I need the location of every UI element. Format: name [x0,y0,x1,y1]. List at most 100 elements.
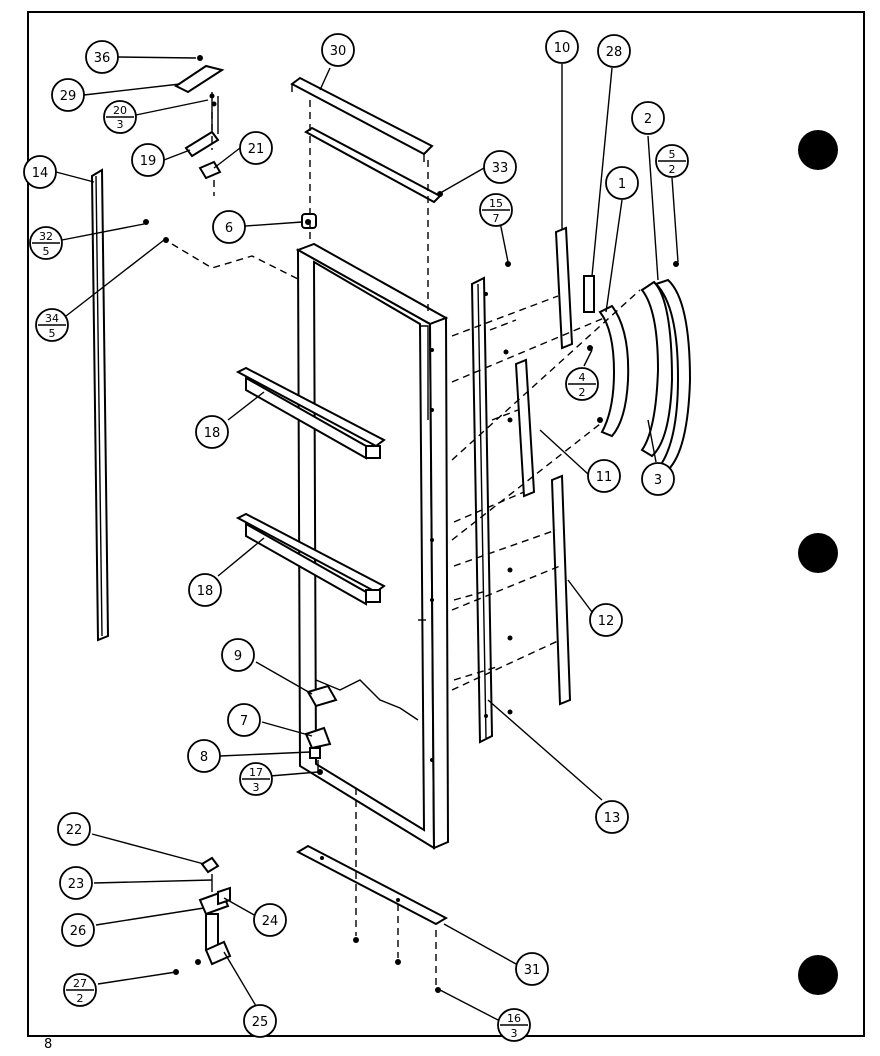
callout-25: 25 [243,1004,277,1038]
callout-28: 28 [597,34,631,68]
callout-10: 10 [545,30,579,64]
handle-plate-12 [550,474,572,706]
callout-7: 7 [227,703,261,737]
callout-14: 14 [23,155,57,189]
assembly-lines [171,100,641,986]
callout-1: 1 [605,166,639,200]
callout-5-2: 5 2 [655,144,689,178]
svg-text:17: 17 [249,766,263,779]
svg-text:12: 12 [598,614,615,629]
callout-20-3: 20 3 [103,100,137,134]
callout-21: 21 [239,131,273,165]
callout-9: 9 [221,638,255,672]
callout-12: 12 [589,603,623,637]
callout-34-5: 34 5 [35,308,69,342]
svg-text:3: 3 [654,473,662,488]
callout-23: 23 [59,866,93,900]
svg-text:6: 6 [225,221,233,236]
svg-text:29: 29 [60,89,77,104]
door-shelf-lower [235,512,386,606]
page-number: 8 [44,1037,52,1052]
callout-27-2: 27 2 [63,973,97,1007]
handle-plate-10 [554,226,574,350]
binder-hole-middle [798,533,838,573]
callout-19: 19 [131,143,165,177]
svg-text:25: 25 [252,1015,269,1030]
callout-6: 6 [212,210,246,244]
callout-31: 31 [515,952,549,986]
svg-text:3: 3 [511,1027,518,1040]
callout-29: 29 [51,78,85,112]
callout-13: 13 [595,800,629,834]
callout-33: 33 [483,150,517,184]
callout-30: 30 [321,33,355,67]
svg-text:2: 2 [77,992,84,1005]
leader-lines [55,56,679,1021]
bottom-trim-31 [295,844,449,926]
callout-4-2: 4 2 [565,367,599,401]
callout-32-5: 32 5 [29,226,63,260]
callout-3: 3 [641,462,675,496]
svg-text:19: 19 [140,154,157,169]
callout-18-lower: 18 [188,573,222,607]
callout-15-7: 15 7 [479,193,513,227]
callout-18-upper: 18 [195,415,229,449]
svg-text:9: 9 [234,649,242,664]
svg-text:13: 13 [604,811,621,826]
handle-plate-11 [514,358,536,498]
svg-text:11: 11 [596,470,613,485]
callout-36: 36 [85,40,119,74]
svg-text:10: 10 [554,41,571,56]
svg-text:21: 21 [248,142,265,157]
svg-text:31: 31 [524,963,541,978]
svg-text:5: 5 [669,148,676,161]
svg-text:24: 24 [262,914,279,929]
svg-text:3: 3 [253,781,260,794]
svg-text:18: 18 [204,426,221,441]
svg-text:22: 22 [66,823,83,838]
svg-text:8: 8 [200,750,208,765]
callout-17-3: 17 3 [239,762,273,796]
svg-text:30: 30 [330,44,347,59]
callout-16-3: 16 3 [497,1008,531,1042]
svg-text:15: 15 [489,197,503,210]
fastener-dots [143,55,679,993]
callout-11: 11 [587,459,621,493]
svg-text:4: 4 [579,371,586,384]
svg-text:18: 18 [197,584,214,599]
bottom-hinge-assembly [198,856,232,966]
svg-text:14: 14 [32,166,49,181]
svg-text:23: 23 [68,877,85,892]
svg-text:34: 34 [45,312,59,325]
svg-text:33: 33 [492,161,509,176]
door-shelf-upper [235,366,386,460]
spacer-28 [583,275,595,313]
binder-hole-top [798,130,838,170]
side-strip-14 [90,168,110,642]
svg-text:28: 28 [606,45,623,60]
svg-text:7: 7 [493,212,500,225]
callout-8: 8 [187,739,221,773]
svg-text:3: 3 [117,118,124,131]
svg-text:32: 32 [39,230,53,243]
svg-text:26: 26 [70,924,87,939]
svg-text:16: 16 [507,1012,521,1025]
callout-2: 2 [631,101,665,135]
bottom-hinge-door-parts [304,684,338,772]
svg-text:5: 5 [43,245,50,258]
callout-26: 26 [61,913,95,947]
top-hinge-assembly [174,64,225,180]
handle-2 [640,278,692,472]
svg-text:36: 36 [94,51,111,66]
callout-22: 22 [57,812,91,846]
svg-text:2: 2 [644,112,652,127]
callout-24: 24 [253,903,287,937]
top-trim-30 [290,76,434,162]
svg-text:2: 2 [669,163,676,176]
svg-text:20: 20 [113,104,127,117]
handle-1 [598,304,630,438]
svg-text:7: 7 [240,714,248,729]
binder-hole-bottom [798,955,838,995]
svg-text:27: 27 [73,977,87,990]
